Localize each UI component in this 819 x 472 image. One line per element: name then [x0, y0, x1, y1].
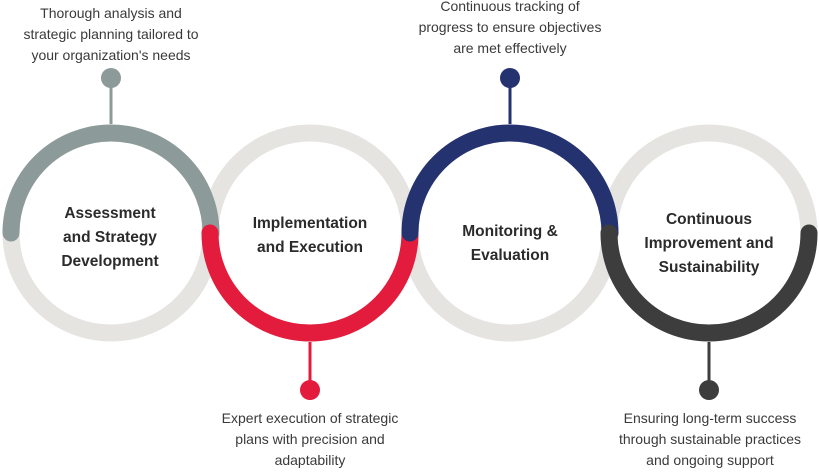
ring-arcs: [2, 124, 818, 342]
stage-4-note: Ensuring long-term success through susta…: [618, 410, 802, 468]
stage-2-arc: [201, 224, 419, 342]
stage-2-title: Implementation and Execution: [252, 215, 368, 256]
stage-4-arc: [600, 224, 818, 342]
stage-2-note: Expert execution of strategic plans with…: [221, 410, 399, 468]
stage-1-title: Assessment and Strategy Development: [61, 205, 159, 270]
stage-4-connector-dot: [699, 380, 719, 400]
stage-3-note: Continuous tracking of progress to ensur…: [418, 0, 602, 56]
stage-1-connector-dot: [101, 68, 121, 88]
stage-4-title: Continuous Improvement and Sustainabilit…: [644, 211, 774, 276]
stage-1-arc: [2, 124, 220, 242]
stage-1-note: Thorough analysis and strategic planning…: [23, 5, 199, 63]
connectors: [101, 68, 719, 400]
stage-3-connector-dot: [500, 68, 520, 88]
stage-2-connector-dot: [300, 380, 320, 400]
stage-3-title: Monitoring & Evaluation: [462, 223, 558, 264]
stage-3-arc: [401, 124, 619, 242]
